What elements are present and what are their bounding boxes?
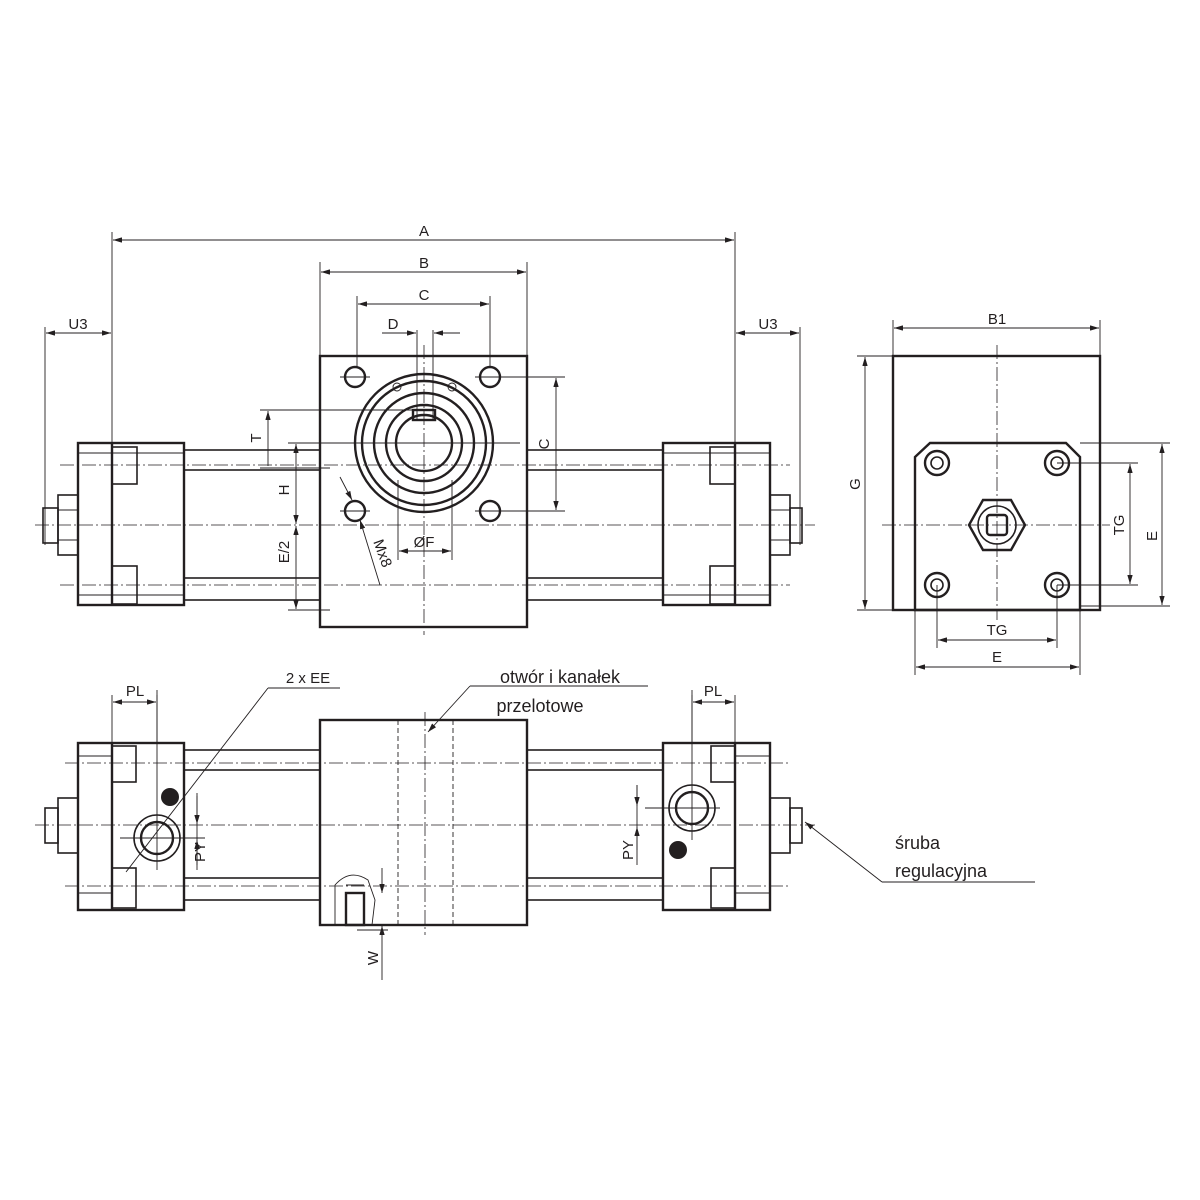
port-right bbox=[645, 690, 720, 859]
dim-H: H bbox=[276, 485, 293, 496]
dim-U3-left: U3 bbox=[68, 316, 87, 333]
dim-PL-right: PL bbox=[704, 683, 722, 700]
dim-B: B bbox=[419, 255, 429, 272]
front-view: A B C D U3 U3 C T H E/2 bbox=[35, 223, 815, 635]
dim-F: ØF bbox=[414, 534, 435, 551]
central-housing-bottom bbox=[318, 712, 529, 935]
dim-TG-horizontal: TG bbox=[987, 622, 1008, 639]
dim-W: W bbox=[365, 950, 382, 965]
dim-A: A bbox=[419, 223, 429, 240]
dim-thread: Mx8 bbox=[369, 537, 395, 569]
side-view: B1 G TG E TG E bbox=[847, 311, 1170, 675]
right-adjust-nut bbox=[769, 494, 803, 556]
right-end-cap bbox=[661, 441, 772, 607]
dim-E-horizontal: E bbox=[992, 649, 1002, 666]
dim-E-half: E/2 bbox=[276, 541, 293, 564]
central-housing bbox=[318, 330, 529, 635]
dim-B1: B1 bbox=[988, 311, 1006, 328]
adjust-screw-hex bbox=[967, 498, 1027, 552]
dim-D: D bbox=[388, 316, 399, 333]
side-dimensions: B1 G TG E TG E bbox=[847, 311, 1170, 675]
note-bore-line1: otwór i kanałek bbox=[500, 667, 621, 687]
dim-PY-left: PY bbox=[192, 842, 209, 862]
front-dimensions: A B C D U3 U3 C T H E/2 bbox=[44, 223, 801, 611]
note-bore-line2: przelotowe bbox=[496, 696, 583, 716]
bottom-dimensions: PL PL 2 x EE PY PY W otwór i kanałek prz… bbox=[111, 667, 1035, 980]
dim-PL-left: PL bbox=[126, 683, 144, 700]
dim-T: T bbox=[248, 433, 265, 442]
dim-G: G bbox=[847, 478, 864, 490]
dim-PY-right: PY bbox=[620, 840, 637, 860]
dim-C-side: C bbox=[536, 438, 553, 449]
dim-U3-right: U3 bbox=[758, 316, 777, 333]
dim-TG-vertical: TG bbox=[1111, 515, 1128, 536]
left-end-cap bbox=[76, 441, 186, 607]
label-2xEE: 2 x EE bbox=[286, 670, 330, 687]
note-screw-line1: śruba bbox=[895, 833, 941, 853]
bottom-view: PL PL 2 x EE PY PY W otwór i kanałek prz… bbox=[35, 667, 1035, 980]
dim-C-top: C bbox=[419, 287, 430, 304]
dim-E-vertical: E bbox=[1144, 531, 1161, 541]
note-screw-line2: regulacyjna bbox=[895, 861, 988, 881]
